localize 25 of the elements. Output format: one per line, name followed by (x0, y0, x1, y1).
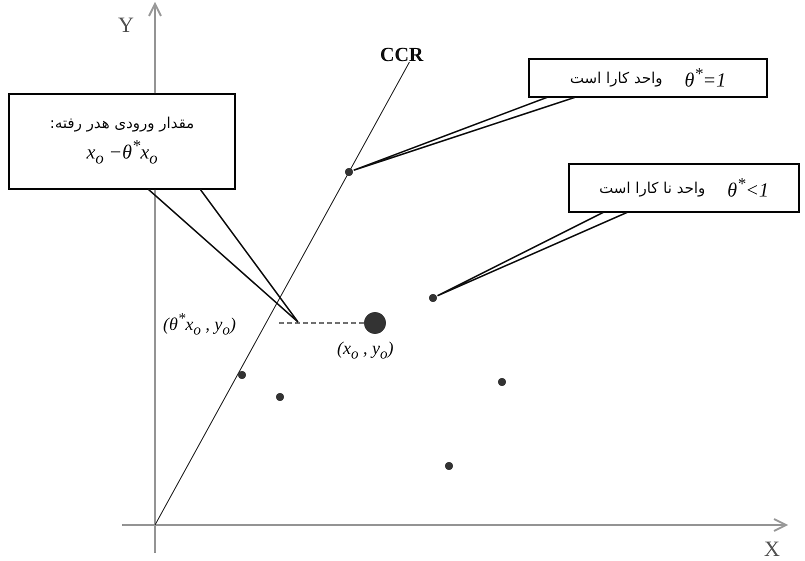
axis-label: X (764, 536, 780, 561)
callout-box (528, 58, 768, 98)
callout-pointer (436, 211, 629, 297)
data-point (498, 378, 506, 386)
formula: x$_{o}$ −θ$^{*}$x$_{o}$ (86, 136, 158, 169)
point-label: (θ$^{*}$x$_{o}$ , y$_{o}$) (163, 311, 236, 340)
data-point (276, 393, 284, 401)
callout-box (8, 93, 236, 190)
formula: θ$^{*}$<1 (727, 174, 769, 202)
projection-line (277, 322, 364, 324)
point-label: (x$_{o}$ , y$_{o}$) (337, 338, 394, 364)
formula: θ$^{*}$=1 (684, 64, 726, 92)
axis-label: Y (118, 12, 134, 38)
data-point (445, 462, 453, 470)
callout-box (568, 163, 800, 213)
callout-text: واحد نا کارا است (599, 179, 706, 197)
data-point (429, 294, 437, 302)
line-label: CCR (380, 44, 424, 67)
data-point (345, 168, 353, 176)
callout-pointer (352, 96, 577, 172)
data-point (364, 312, 386, 334)
data-point (238, 371, 246, 379)
callout-pointer (147, 188, 299, 323)
callout-text: مقدار ورودی هدر رفته: (50, 114, 194, 132)
callout-text: واحد کارا است (570, 69, 663, 87)
